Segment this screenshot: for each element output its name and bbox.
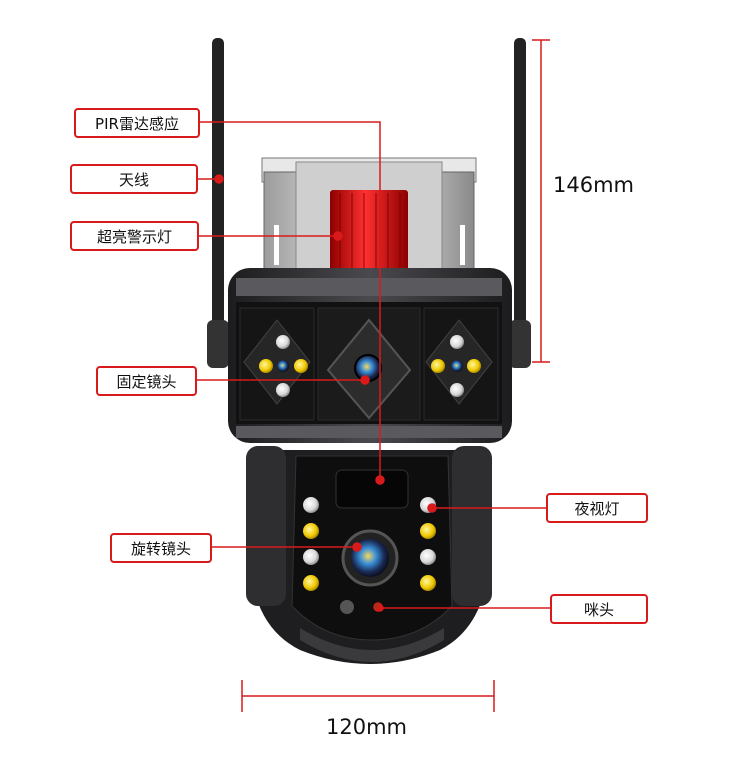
label-antenna: 天线	[70, 164, 198, 194]
siren-light	[330, 190, 408, 272]
label-fixed-lens: 固定镜头	[96, 366, 197, 396]
antenna-right	[509, 38, 531, 368]
leader-lines	[197, 121, 550, 612]
label-mic: 咪头	[550, 594, 648, 624]
label-night-light: 夜视灯	[546, 493, 648, 523]
light-sensor	[340, 600, 354, 614]
antenna-left	[207, 38, 229, 368]
height-dimension-line	[532, 39, 550, 363]
label-siren: 超亮警示灯	[70, 221, 199, 251]
width-dimension-text: 120mm	[326, 715, 407, 739]
label-ptz-lens: 旋转镜头	[110, 533, 212, 563]
label-pir-radar: PIR雷达感应	[74, 108, 200, 138]
width-dimension-line	[241, 680, 495, 712]
height-dimension-text: 146mm	[553, 173, 634, 197]
upper-led-group	[259, 335, 481, 397]
